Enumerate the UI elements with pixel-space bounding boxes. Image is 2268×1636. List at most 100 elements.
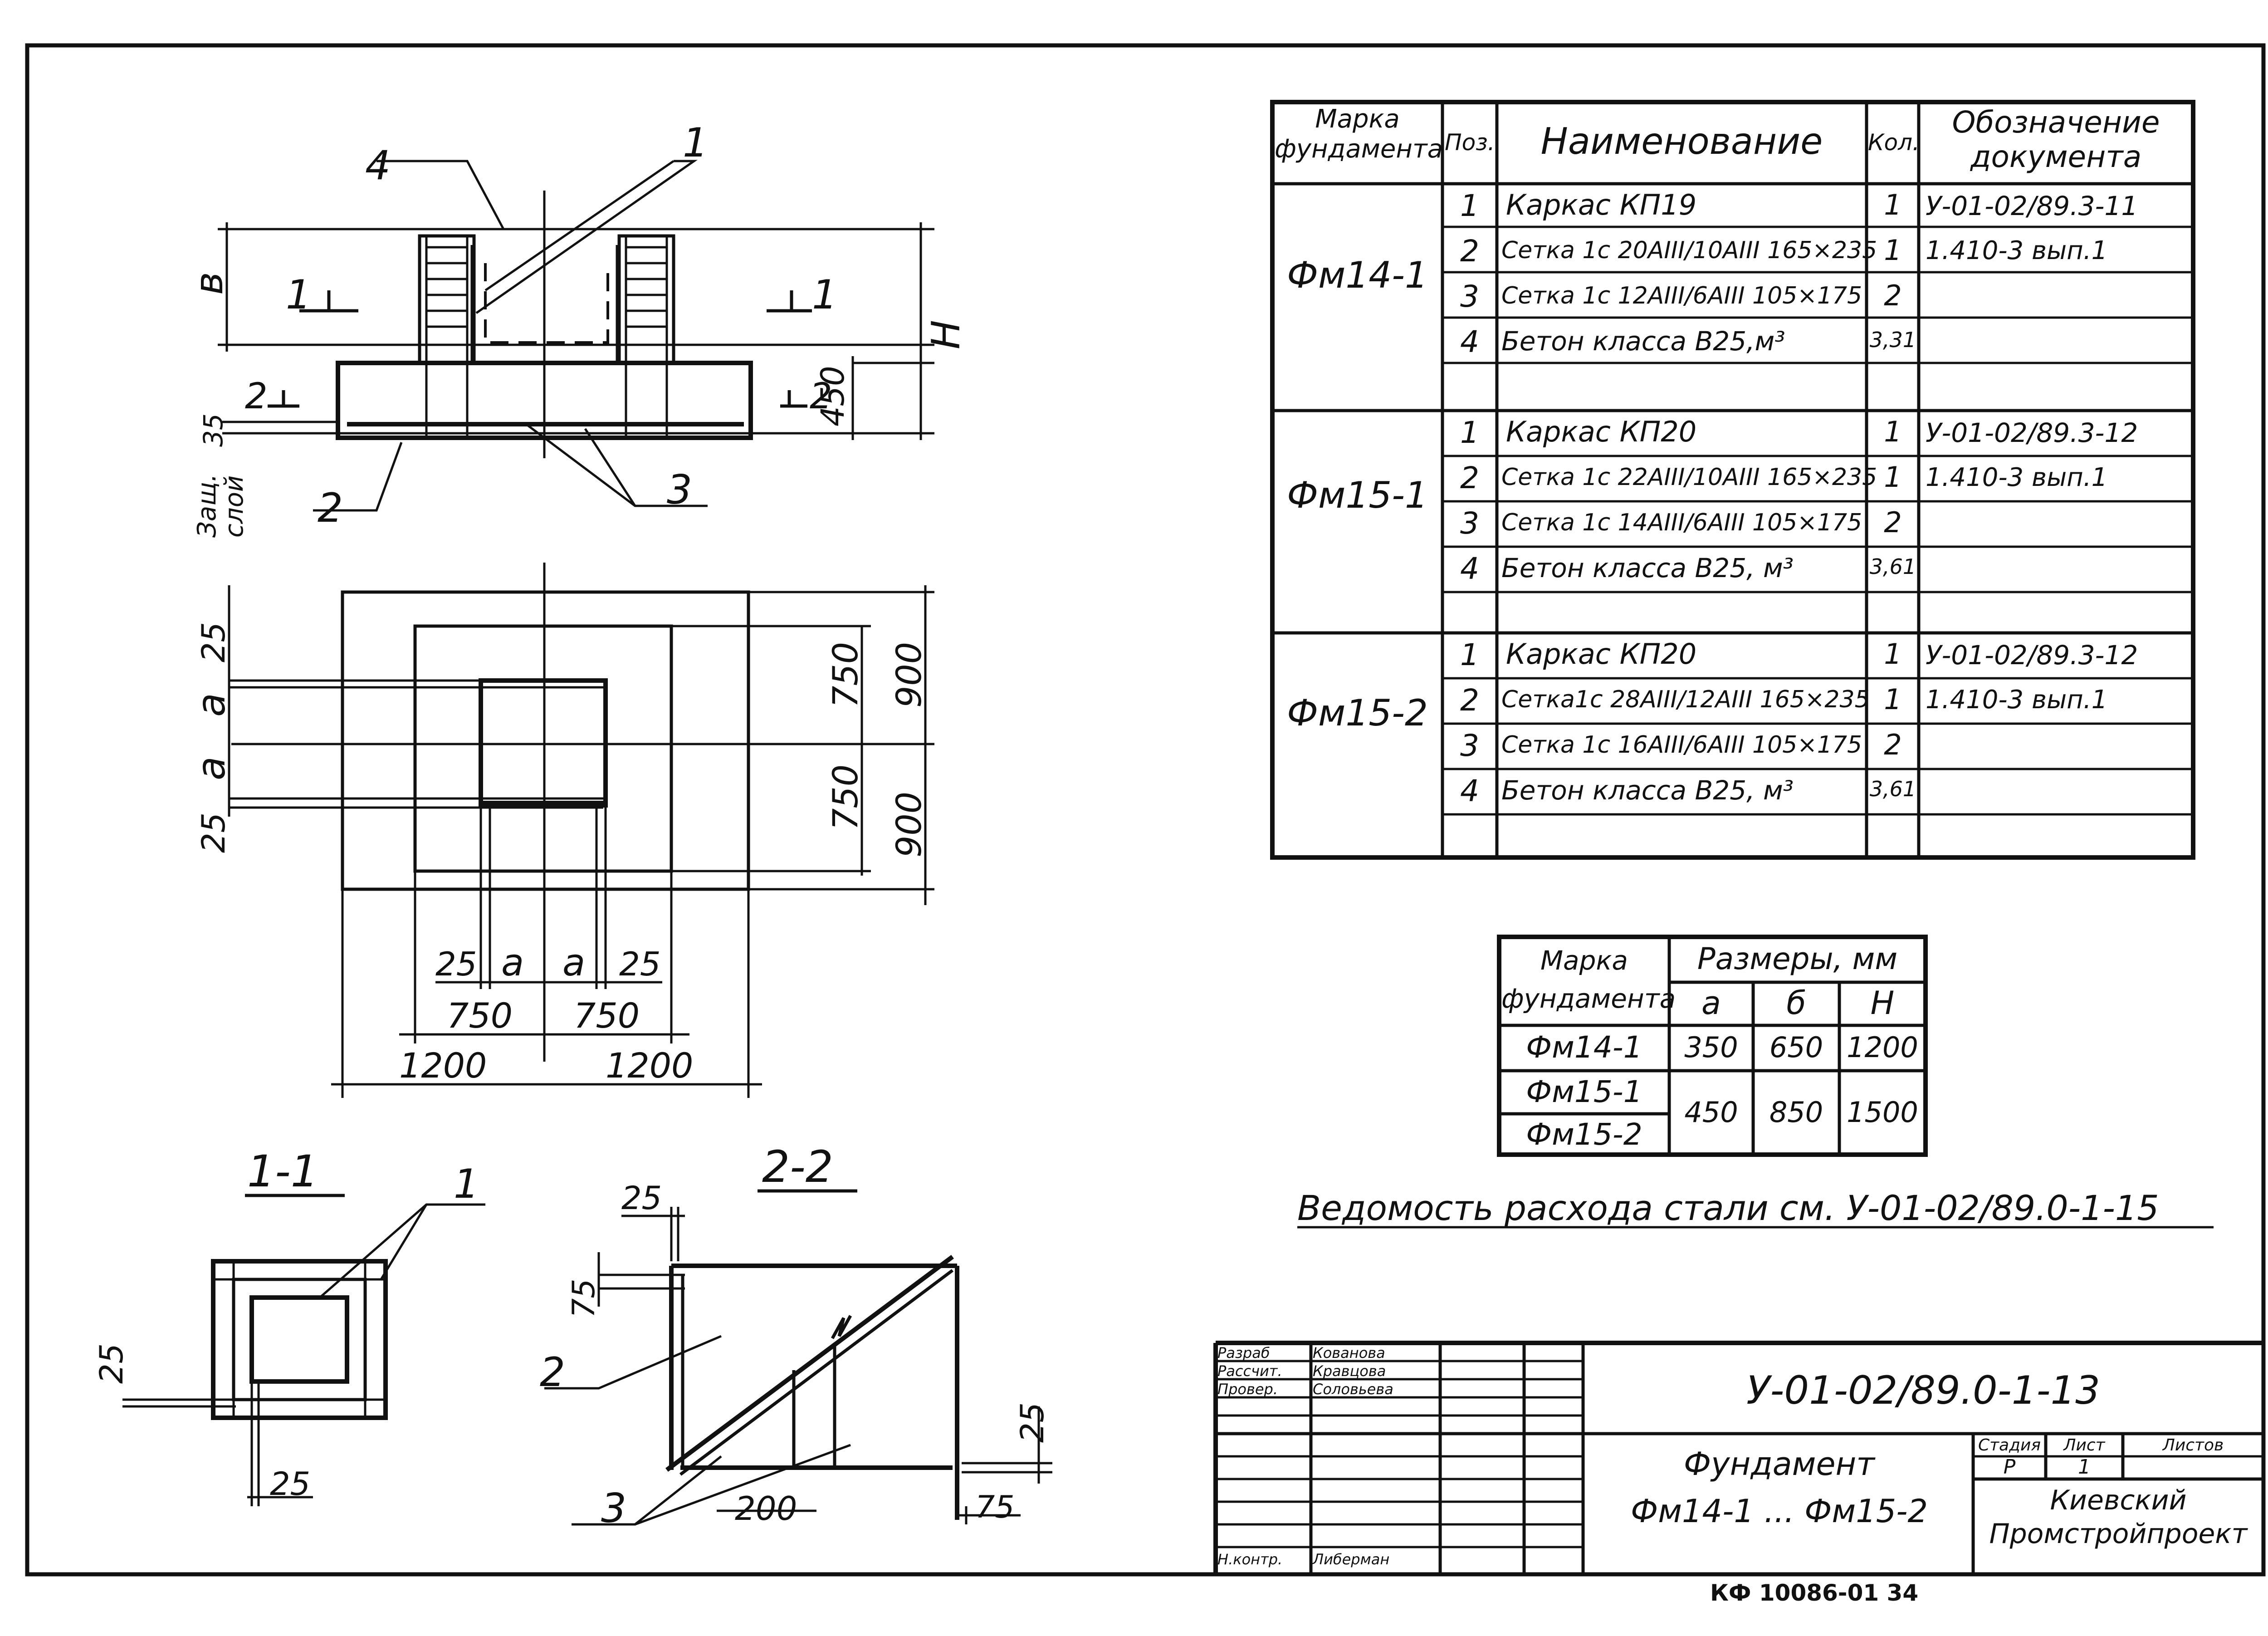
spec-row-name: Бетон класса B25,м³ — [1501, 326, 1785, 357]
plan-dim-a-b2: а — [562, 941, 585, 985]
spec-row-qty: 3,31 — [1869, 328, 1916, 352]
spec-row-name: Сетка1с 28AIII/12AIII 165×235 — [1501, 686, 1870, 713]
callout-1: 1 — [683, 119, 708, 166]
spec-row-pos: 1 — [1460, 415, 1479, 450]
spec-row-doc: У-01-02/89.3-11 — [1926, 191, 2138, 221]
section-2-2-callout-3: 3 — [601, 1485, 626, 1532]
callout-3: 3 — [667, 466, 692, 513]
callout-4: 4 — [365, 142, 391, 189]
section-2-2-dim-25-top: 25 — [621, 1180, 662, 1217]
organization: Киевский Промстройпроект — [1975, 1484, 2261, 1551]
size-row-h: 1200 — [1847, 1031, 1918, 1064]
spec-row-pos: 4 — [1460, 324, 1479, 359]
signature-name-calculator: Кравцова — [1313, 1362, 1386, 1380]
plan-dim-750-1: 750 — [825, 642, 865, 708]
size-row-mark: Фм15-1 — [1526, 1074, 1642, 1109]
section-2-2-title: 2-2 — [762, 1141, 833, 1192]
spec-row-pos: 4 — [1460, 551, 1479, 586]
size-table-grid — [1497, 935, 1928, 1157]
sheet-label: Лист — [2063, 1436, 2105, 1455]
spec-row-name: Сетка 1с 16AIII/6AIII 105×175 — [1501, 731, 1862, 759]
spec-header-qty: Кол. — [1868, 129, 1920, 156]
spec-row-pos: 3 — [1460, 279, 1479, 314]
section-2-2: 2-2 25 75 2 3 20 — [540, 1141, 1052, 1532]
spec-row-name: Каркас КП20 — [1506, 415, 1697, 448]
spec-row-pos: 2 — [1460, 234, 1479, 269]
signature-role-checker: Провер. — [1217, 1381, 1278, 1398]
plan-view: 25 а а 25 750 750 900 900 25 а а 25 750 … — [189, 563, 934, 1098]
spec-mark-fm15-2: Фм15-2 — [1287, 692, 1428, 734]
spec-row-qty: 2 — [1884, 279, 1902, 312]
size-header-a: а — [1701, 985, 1721, 1022]
spec-row-name: Сетка 1с 12AIII/6AIII 105×175 — [1501, 282, 1862, 309]
size-row-b: 650 — [1769, 1031, 1823, 1064]
protective-layer-label-1: Защ. — [192, 474, 222, 538]
size-row-mark: Фм14-1 — [1526, 1030, 1642, 1065]
drawing-designation: У-01-02/89.0-1-13 — [1746, 1368, 2100, 1413]
spec-mark-fm15-1: Фм15-1 — [1287, 474, 1428, 516]
archive-stamp: КФ 10086-01 34 — [1710, 1580, 1919, 1606]
spec-row-doc: 1.410-3 вып.1 — [1926, 236, 2108, 265]
plan-dim-750-2: 750 — [825, 764, 865, 830]
plan-dim-25-b1: 25 — [435, 945, 477, 983]
spec-row-name: Сетка 1с 14AIII/6AIII 105×175 — [1501, 509, 1862, 536]
sheets-label: Листов — [2162, 1436, 2224, 1455]
spec-row-qty: 1 — [1884, 637, 1902, 671]
spec-row-doc: У-01-02/89.3-12 — [1926, 417, 2138, 448]
plan-dim-1200-b2: 1200 — [606, 1045, 693, 1086]
spec-header-mark-line1: Марка — [1315, 104, 1400, 134]
spec-row-doc: У-01-02/89.3-12 — [1926, 640, 2138, 671]
size-row-b: 850 — [1769, 1096, 1823, 1129]
section-1-left-mark: 1 — [286, 271, 311, 318]
spec-row-qty: 3,61 — [1869, 554, 1916, 579]
section-2-2-callout-2: 2 — [540, 1349, 565, 1396]
section-1-1-dim-25-bottom: 25 — [270, 1465, 310, 1503]
dim-b: в — [186, 272, 232, 295]
size-row-a: 350 — [1684, 1031, 1738, 1064]
steel-consumption-note: Ведомость расхода стали см. У-01-02/89.0… — [1297, 1188, 2159, 1228]
spec-header-doc: Обозначение документа — [1921, 105, 2191, 174]
size-row-a: 450 — [1684, 1096, 1738, 1129]
spec-header-name: Наименование — [1540, 120, 1823, 162]
spec-row-qty: 3,61 — [1869, 777, 1916, 801]
plan-dim-a-bottom: а — [189, 756, 234, 780]
section-1-1-callout-1: 1 — [454, 1161, 479, 1207]
spec-row-qty: 2 — [1884, 728, 1902, 761]
organization-line1: Киевский — [2050, 1484, 2187, 1516]
elevation-view: 4 1 2 3 1 1 2 2 в Н 450 35 Защ. слой — [186, 119, 969, 538]
drawing-title-line1: Фундамент — [1683, 1445, 1875, 1483]
signature-name-norm-control: Либерман — [1313, 1551, 1390, 1568]
signature-role-norm-control: Н.контр. — [1217, 1551, 1283, 1568]
plan-dim-a-top: а — [189, 693, 234, 717]
size-row-mark: Фм15-2 — [1526, 1117, 1642, 1152]
spec-row-name: Сетка 1с 22AIII/10AIII 165×235 — [1501, 464, 1877, 491]
spec-mark-fm14-1: Фм14-1 — [1287, 254, 1428, 296]
spec-row-qty: 1 — [1884, 234, 1902, 267]
section-1-1: 1-1 1 25 25 — [93, 1146, 485, 1506]
spec-row-pos: 3 — [1460, 728, 1479, 763]
sheet-frame — [25, 43, 2266, 1577]
section-1-right-mark: 1 — [812, 271, 837, 318]
size-header-sizes: Размеры, мм — [1697, 941, 1898, 976]
spec-row-name: Сетка 1с 20AIII/10AIII 165×235 — [1501, 237, 1877, 264]
plan-dim-1200-b1: 1200 — [399, 1045, 487, 1086]
spec-row-doc: 1.410-3 вып.1 — [1926, 463, 2108, 492]
signature-name-checker: Соловьева — [1313, 1381, 1393, 1398]
sheet-value: 1 — [2078, 1455, 2091, 1479]
stage-label: Стадия — [1978, 1436, 2041, 1455]
spec-row-qty: 2 — [1884, 506, 1902, 539]
spec-row-pos: 2 — [1460, 460, 1479, 495]
spec-row-pos: 4 — [1460, 774, 1479, 808]
spec-row-pos: 1 — [1460, 637, 1479, 672]
drawing-title-line2: Фм14-1 ... Фм15-2 — [1630, 1493, 1928, 1530]
plan-dim-900-2: 900 — [889, 792, 929, 857]
section-2-2-dim-25-right: 25 — [1014, 1402, 1051, 1443]
stage-value: Р — [2003, 1455, 2016, 1479]
signature-roles: Разраб Рассчит. Провер. — [1217, 1344, 1310, 1398]
plan-dim-a-b1: а — [501, 941, 524, 985]
title-block-grid — [1213, 1341, 2263, 1574]
spec-row-qty: 1 — [1884, 683, 1902, 716]
spec-header-mark: Марка фундамента — [1275, 104, 1443, 164]
